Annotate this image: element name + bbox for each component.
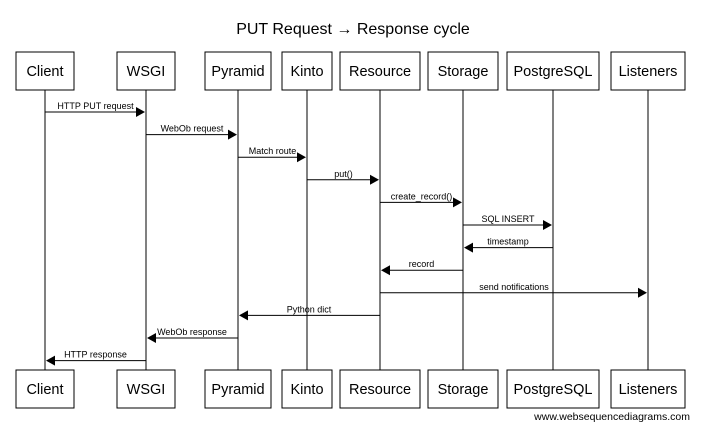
- participant-label: Pyramid: [211, 64, 264, 80]
- arrowhead-icon: [453, 197, 462, 208]
- participant-box: [204, 369, 272, 409]
- participant-postgresql-top: PostgreSQL: [506, 51, 600, 91]
- participant-box: [116, 369, 176, 409]
- participant-box: [427, 51, 499, 91]
- participant-resource-top: Resource: [339, 51, 421, 91]
- message-label: create_record(): [391, 191, 453, 201]
- participant-label: PostgreSQL: [514, 382, 593, 398]
- message-python-dict: Python dict: [239, 304, 380, 321]
- message-label: HTTP response: [64, 350, 127, 360]
- message-record: record: [381, 259, 463, 276]
- participant-label: Pyramid: [211, 382, 264, 398]
- participant-label: WSGI: [127, 382, 166, 398]
- message-label: send notifications: [479, 282, 549, 292]
- participant-box: [116, 51, 176, 91]
- participant-label: Listeners: [619, 64, 678, 80]
- message-label: Match route: [249, 146, 297, 156]
- message-label: WebOb request: [161, 124, 224, 134]
- participant-box: [15, 51, 75, 91]
- participants-top: Client WSGI Pyramid Kinto Resource Storage Pos…: [15, 51, 686, 91]
- message-label: HTTP PUT request: [57, 101, 134, 111]
- arrowhead-icon: [381, 265, 390, 276]
- message-label: WebOb response: [157, 327, 227, 337]
- message-sql-insert: SQL INSERT: [463, 214, 552, 230]
- participant-box: [15, 369, 75, 409]
- participant-listeners-top: Listeners: [610, 51, 686, 91]
- watermark-footer: www.websequencediagrams.com: [533, 411, 690, 423]
- message-create-record: create_record(): [380, 191, 462, 208]
- arrowhead-icon: [297, 152, 306, 163]
- participant-wsgi-bottom: WSGI: [116, 369, 176, 409]
- participant-pyramid-top: Pyramid: [204, 51, 272, 91]
- diagram-title: PUT Request → Response cycle: [236, 21, 470, 38]
- message-label: put(): [334, 169, 353, 179]
- participant-box: [339, 369, 421, 409]
- message-label: timestamp: [487, 237, 529, 247]
- participant-client-bottom: Client: [15, 369, 75, 409]
- arrowhead-icon: [46, 355, 55, 366]
- participant-label: Client: [26, 64, 63, 80]
- participant-label: PostgreSQL: [514, 64, 593, 80]
- participant-box: [427, 369, 499, 409]
- participant-box: [610, 51, 686, 91]
- participant-label: Storage: [438, 64, 489, 80]
- participant-storage-bottom: Storage: [427, 369, 499, 409]
- arrowhead-icon: [370, 174, 379, 185]
- participant-box: [506, 51, 600, 91]
- participant-label: Resource: [349, 382, 411, 398]
- participant-resource-bottom: Resource: [339, 369, 421, 409]
- participant-listeners-bottom: Listeners: [610, 369, 686, 409]
- participant-wsgi-top: WSGI: [116, 51, 176, 91]
- message-timestamp: timestamp: [464, 237, 553, 253]
- participant-kinto-bottom: Kinto: [281, 369, 333, 409]
- arrowhead-icon: [147, 333, 156, 343]
- participant-label: Kinto: [290, 64, 323, 80]
- message-match-route: Match route: [238, 146, 306, 163]
- participant-postgresql-bottom: PostgreSQL: [506, 369, 600, 409]
- participant-box: [281, 369, 333, 409]
- participant-label: Resource: [349, 64, 411, 80]
- message-http-response: HTTP response: [46, 350, 146, 366]
- participant-label: WSGI: [127, 64, 166, 80]
- participant-pyramid-bottom: Pyramid: [204, 369, 272, 409]
- lifelines: [44, 90, 649, 370]
- message-webob-request: WebOb request: [146, 124, 237, 140]
- message-label: SQL INSERT: [481, 214, 535, 224]
- participant-box: [204, 51, 272, 91]
- message-label: Python dict: [287, 304, 332, 314]
- participant-client-top: Client: [15, 51, 75, 91]
- participant-box: [281, 51, 333, 91]
- arrowhead-icon: [464, 242, 473, 253]
- participant-box: [339, 51, 421, 91]
- message-label: record: [409, 259, 435, 269]
- message-put: put(): [307, 169, 379, 185]
- message-http-put-request: HTTP PUT request: [45, 101, 145, 117]
- participant-storage-top: Storage: [427, 51, 499, 91]
- arrowhead-icon: [543, 220, 552, 230]
- participant-kinto-top: Kinto: [281, 51, 333, 91]
- message-webob-response: WebOb response: [147, 327, 238, 343]
- arrowhead-icon: [638, 287, 647, 298]
- participant-label: Storage: [438, 382, 489, 398]
- arrowhead-icon: [136, 107, 145, 117]
- participant-label: Kinto: [290, 382, 323, 398]
- message-send-notifications: send notifications: [380, 282, 647, 298]
- arrowhead-icon: [239, 310, 248, 321]
- participant-label: Listeners: [619, 382, 678, 398]
- participant-box: [506, 369, 600, 409]
- participants-bottom: Client WSGI Pyramid Kinto Resource Storage Pos…: [15, 369, 686, 409]
- participant-label: Client: [26, 382, 63, 398]
- arrowhead-icon: [228, 129, 237, 140]
- participant-box: [610, 369, 686, 409]
